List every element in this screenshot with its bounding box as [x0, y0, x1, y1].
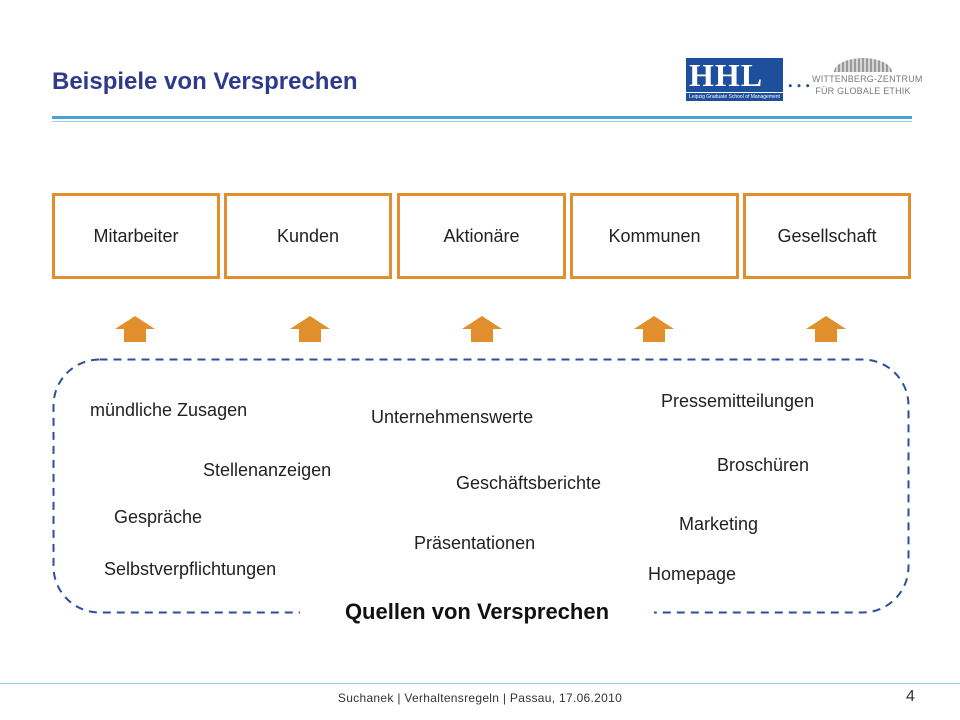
source-item: Gespräche: [114, 507, 203, 527]
hhl-logo-subtitle: Leipzig Graduate School of Management: [686, 93, 783, 101]
source-item: Broschüren: [717, 455, 810, 475]
wittenberg-logo-line1: WITTENBERG-ZENTRUM: [812, 74, 923, 84]
wittenberg-logo: WITTENBERG-ZENTRUM FÜR GLOBALE ETHIK: [812, 58, 923, 102]
sources-caption: Quellen von Versprechen: [300, 599, 654, 625]
arrow-up-icon: [115, 316, 155, 342]
source-item: Pressemitteilungen: [661, 391, 815, 411]
stakeholder-box-aktionaere: Aktionäre: [397, 193, 566, 279]
source-item: Präsentationen: [414, 533, 536, 553]
stakeholder-box-gesellschaft: Gesellschaft: [743, 193, 911, 279]
stakeholder-box-mitarbeiter: Mitarbeiter: [52, 193, 220, 279]
source-item: Geschäftsberichte: [456, 473, 602, 493]
footer-divider: [0, 683, 960, 684]
page-title: Beispiele von Versprechen: [52, 68, 358, 95]
footer-text: Suchanek | Verhaltensregeln | Passau, 17…: [337, 691, 623, 705]
header-divider: [52, 116, 912, 119]
source-item: Selbstverpflichtungen: [104, 559, 277, 579]
page-number: 4: [906, 688, 915, 705]
arrow-up-icon: [290, 316, 330, 342]
source-item: Stellenanzeigen: [203, 460, 332, 480]
hhl-logo-text: HHL: [686, 58, 783, 92]
arrow-up-icon: [634, 316, 674, 342]
hhl-logo: HHL Leipzig Graduate School of Managemen…: [686, 58, 783, 102]
stakeholder-box-kommunen: Kommunen: [570, 193, 739, 279]
source-item: mündliche Zusagen: [90, 400, 248, 420]
source-item: Homepage: [648, 564, 737, 584]
header-divider-thin: [52, 121, 912, 122]
source-item: Marketing: [679, 514, 759, 534]
stakeholder-box-kunden: Kunden: [224, 193, 392, 279]
globe-icon: [834, 58, 892, 72]
hhl-logo-dots: …: [786, 64, 814, 93]
wittenberg-logo-line2: FÜR GLOBALE ETHIK: [815, 86, 911, 96]
arrow-up-icon: [462, 316, 502, 342]
source-item: Unternehmenswerte: [371, 407, 534, 427]
arrow-up-icon: [806, 316, 846, 342]
